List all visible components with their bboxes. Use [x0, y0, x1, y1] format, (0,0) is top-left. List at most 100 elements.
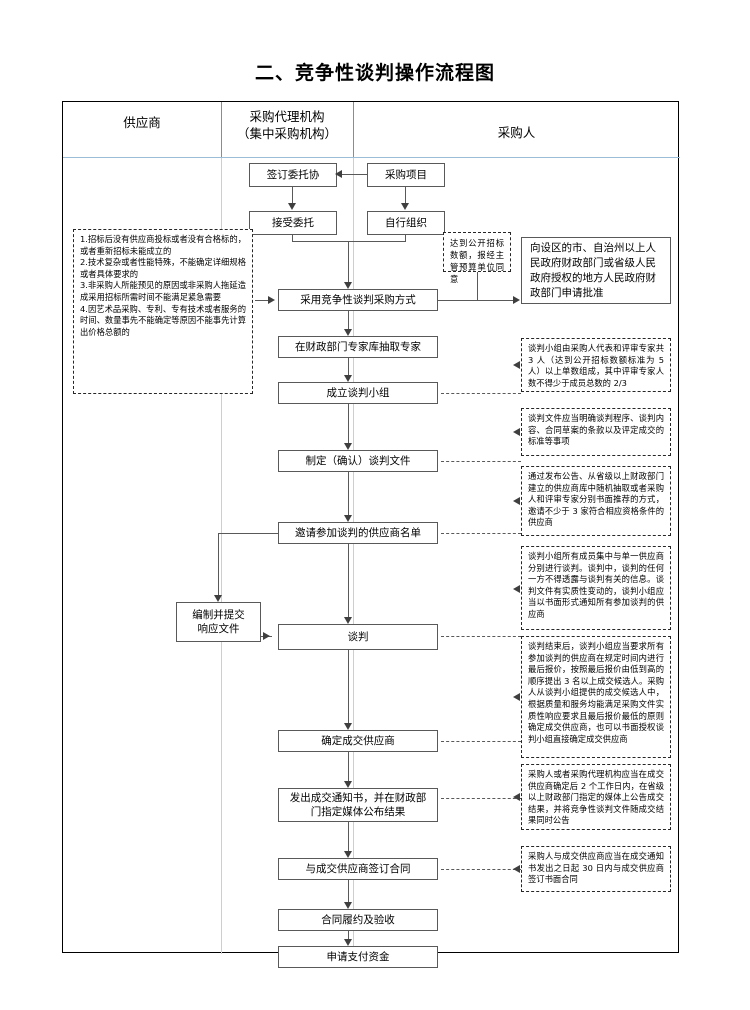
arrow-announce-note [513, 793, 520, 801]
column-header-agency: 采购代理机构 （集中采购机构） [221, 108, 353, 142]
node-issue-notice-line1: 发出成交通知书，并在财政部 [289, 792, 427, 804]
connector-method-to-experts [348, 311, 350, 330]
connector-notice-to-contract [348, 822, 350, 852]
connector-invite-to-left [218, 533, 279, 535]
column-separator-1 [221, 102, 222, 157]
connector-method-to-approval [438, 300, 515, 302]
note-award-rules-text: 谈判结束后，谈判小组应当要求所有参加谈判的供应商在规定时间内进行最后报价，按照最… [528, 641, 664, 744]
note-invite-requirements: 通过发布公告、从省级以上财政部门建立的供应商库中随机抽取或者采购人和评审专家分别… [521, 466, 671, 536]
connector-negotiate-to-determine [348, 650, 350, 724]
arrow-to-prepare-response [214, 595, 222, 602]
node-make-docs[interactable]: 制定（确认）谈判文件 [278, 450, 438, 472]
arrow-merge-to-method [344, 282, 352, 289]
dashed-group-note [441, 393, 521, 394]
arrow-contract-note [513, 865, 520, 873]
arrow-notice-to-contract [344, 851, 352, 858]
node-accept-entrust[interactable]: 接受委托 [249, 211, 337, 235]
arrow-negotiation-note [513, 585, 520, 593]
arrow-docs-to-invite [344, 515, 352, 522]
arrow-group-note [513, 361, 520, 369]
node-negotiate[interactable]: 谈判 [278, 624, 438, 650]
node-prepare-response[interactable]: 编制并提交 响应文件 [176, 602, 261, 642]
note-doc-requirements-text: 谈判文件应当明确谈判程序、谈判内容、合同草案的条款以及评定成交的标准等事项 [528, 413, 664, 447]
node-self-organize[interactable]: 自行组织 [367, 211, 445, 235]
node-procurement-project[interactable]: 采购项目 [367, 163, 445, 187]
connector-docs-to-invite [348, 472, 350, 516]
dashed-negotiation-note [441, 636, 521, 637]
note-negotiation-rules: 谈判小组所有成员集中与单一供应商分别进行谈判。谈判中，谈判的任何一方不得透露与谈… [521, 546, 671, 630]
node-sign-entrust[interactable]: 签订委托协 [249, 163, 337, 187]
column-guide-1 [221, 157, 222, 954]
connector-group-to-docs [348, 404, 350, 444]
connector-perform-to-payment [348, 931, 350, 940]
arrow-sign-to-accept [288, 203, 296, 210]
dashed-doc-note [441, 461, 521, 462]
column-header-purchaser: 采购人 [497, 125, 536, 140]
note-threshold: 达到公开招标数额，报经主管预算单位同意 [443, 232, 511, 284]
node-draw-experts[interactable]: 在财政部门专家库抽取专家 [278, 336, 438, 358]
column-guide-2 [353, 157, 354, 954]
arrow-perform-to-payment [344, 939, 352, 946]
connector-accept-down [292, 235, 294, 242]
note-conditions: 1.招标后没有供应商投标或者没有合格标的，或者重新招标未能成立的 2.技术复杂或… [73, 229, 253, 394]
connector-invite-to-negotiate [348, 544, 350, 618]
arrow-project-to-sign [335, 170, 342, 178]
note-negotiation-rules-text: 谈判小组所有成员集中与单一供应商分别进行谈判。谈判中，谈判的任何一方不得透露与谈… [528, 551, 664, 619]
connector-left-down [218, 533, 220, 596]
node-adopt-method[interactable]: 采用竞争性谈判采购方式 [278, 289, 438, 311]
connector-determine-to-notice [348, 752, 350, 782]
arrow-note-to-method [268, 296, 275, 304]
arrow-contract-to-perform [344, 902, 352, 909]
connector-merge-down [348, 241, 350, 283]
flowchart-frame: 供应商 采购代理机构 （集中采购机构） 采购人 签订委托协 采购项目 接受委托 … [62, 101, 680, 968]
note-invite-requirements-text: 通过发布公告、从省级以上财政部门建立的供应商库中随机抽取或者采购人和评审专家分别… [528, 471, 664, 528]
dashed-announce-note [441, 798, 521, 799]
note-contract-rules: 采购人与成交供应商应当在成交通知书发出之日起 30 日内与成交供应商签订书面合同 [521, 846, 671, 892]
arrow-method-to-approval [513, 296, 520, 304]
connector-contract-to-perform [348, 880, 350, 903]
note-contract-rules-text: 采购人与成交供应商应当在成交通知书发出之日起 30 日内与成交供应商签订书面合同 [528, 851, 664, 885]
node-issue-notice-line2: 门指定媒体公布结果 [310, 806, 406, 818]
arrow-method-to-experts [344, 329, 352, 336]
arrow-project-to-self [401, 203, 409, 210]
note-group-composition: 谈判小组由采购人代表和评审专家共 3 人（达到公开招标数额标准为 5 人）以上单… [521, 338, 671, 392]
note-announce-rules: 采购人或者采购代理机构应当在成交供应商确定后 2 个工作日内，在省级以上财政部门… [521, 764, 671, 830]
node-prepare-response-line1: 编制并提交 [192, 609, 245, 621]
note-announce-rules-text: 采购人或者采购代理机构应当在成交供应商确定后 2 个工作日内，在省级以上财政部门… [528, 769, 664, 826]
column-header-supplier: 供应商 [123, 115, 161, 130]
connector-sign-to-accept [292, 187, 294, 204]
arrow-response-to-negotiate [263, 632, 270, 640]
node-perform-accept[interactable]: 合同履约及验收 [278, 909, 438, 931]
note-threshold-text: 达到公开招标数额，报经主管预算单位同意 [450, 238, 504, 284]
note-conditions-text: 1.招标后没有供应商投标或者没有合格标的，或者重新招标未能成立的 2.技术复杂或… [80, 234, 246, 337]
arrow-invite-to-negotiate [344, 617, 352, 624]
dashed-note-to-method [255, 300, 271, 301]
arrow-group-to-docs [344, 443, 352, 450]
node-sign-contract[interactable]: 与成交供应商签订合同 [278, 858, 438, 880]
node-apply-approval[interactable]: 向设区的市、自治州以上人民政府财政部门或省级人民政府授权的地方人民政府财政部门申… [521, 237, 671, 304]
dashed-invite-note [441, 533, 521, 534]
arrow-doc-note [513, 428, 520, 436]
connector-experts-to-group [348, 358, 350, 376]
arrow-invite-note [513, 497, 520, 505]
connector-threshold-down [477, 272, 479, 300]
node-issue-notice[interactable]: 发出成交通知书，并在财政部 门指定媒体公布结果 [278, 788, 438, 822]
dashed-award-note [441, 741, 521, 742]
node-prepare-response-line2: 响应文件 [197, 623, 240, 635]
column-separator-2 [353, 102, 354, 157]
arrow-experts-to-group [344, 375, 352, 382]
node-apply-payment[interactable]: 申请支付资金 [278, 946, 438, 968]
page-title: 二、竞争性谈判操作流程图 [254, 62, 495, 84]
header-rule [63, 157, 680, 158]
note-doc-requirements: 谈判文件应当明确谈判程序、谈判内容、合同草案的条款以及评定成交的标准等事项 [521, 408, 671, 456]
arrow-determine-to-notice [344, 781, 352, 788]
arrow-negotiate-to-determine [344, 723, 352, 730]
node-invite-list[interactable]: 邀请参加谈判的供应商名单 [278, 522, 438, 544]
arrow-award-note [513, 693, 520, 701]
connector-project-to-sign [342, 174, 367, 176]
node-determine-supplier[interactable]: 确定成交供应商 [278, 730, 438, 752]
connector-self-down [405, 235, 407, 242]
node-form-group[interactable]: 成立谈判小组 [278, 382, 438, 404]
note-group-composition-text: 谈判小组由采购人代表和评审专家共 3 人（达到公开招标数额标准为 5 人）以上单… [528, 343, 664, 388]
